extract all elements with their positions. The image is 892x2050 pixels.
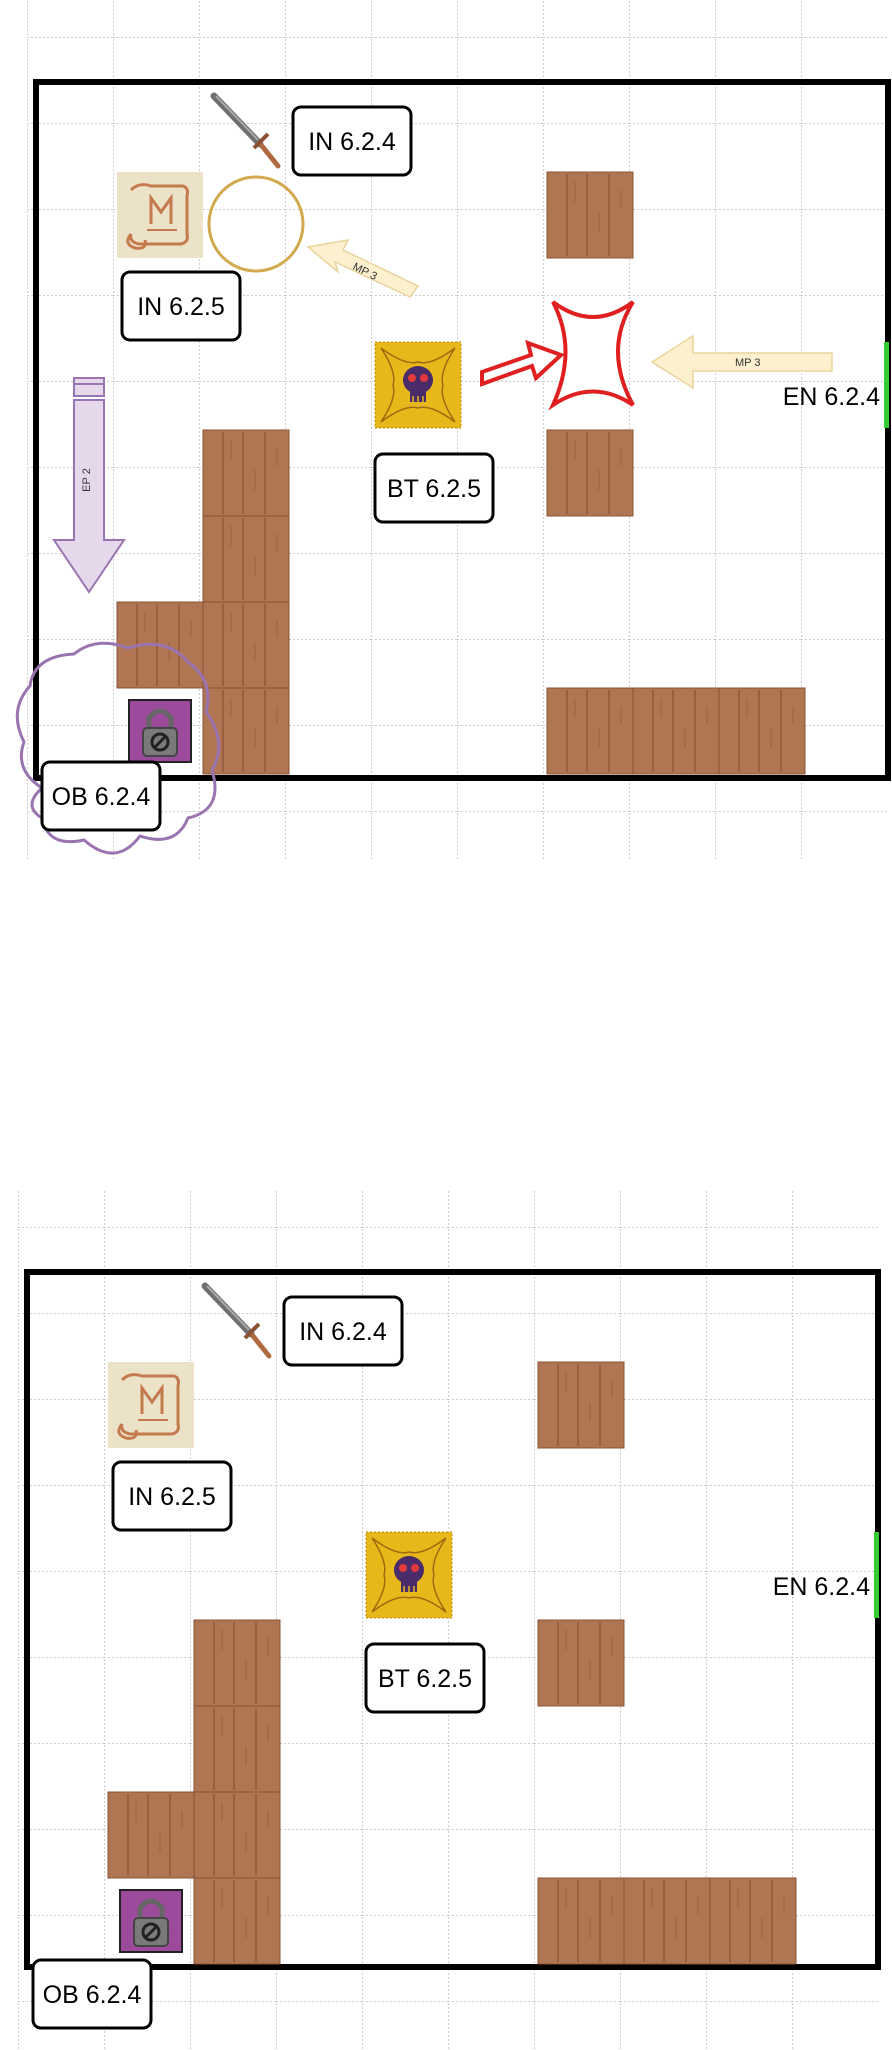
crate [546, 429, 634, 517]
crate [546, 687, 634, 775]
bottom-map: IN 6.2.4 IN 6.2.5 BT 6.2.5 EN 6.2.4 OB 6… [18, 1190, 881, 2050]
svg-text:BT 6.2.5: BT 6.2.5 [387, 475, 481, 503]
skull-trap-icon [374, 341, 462, 429]
exit-door-bottom [874, 1532, 879, 1618]
skull-trap-icon [365, 1531, 453, 1619]
crate [107, 1791, 195, 1879]
crate [718, 687, 806, 775]
crate [546, 171, 634, 259]
svg-text:IN 6.2.4: IN 6.2.4 [308, 128, 396, 156]
svg-text:OB 6.2.4: OB 6.2.4 [43, 1981, 142, 2009]
label-weapon-bottom: IN 6.2.4 [282, 1295, 404, 1367]
ep-arrow: EP 2 [52, 377, 126, 594]
label-lock-top: OB 6.2.4 [40, 760, 162, 832]
crate [709, 1877, 797, 1965]
svg-text:BT 6.2.5: BT 6.2.5 [378, 1665, 472, 1693]
scroll-icon [106, 1360, 196, 1450]
crate [193, 1705, 281, 1793]
mp-arrow-horizontal-label: MP 3 [735, 357, 760, 369]
crate [632, 687, 720, 775]
label-exit-bottom: EN 6.2.4 [773, 1573, 870, 1601]
crate [193, 1877, 281, 1965]
crate [193, 1791, 281, 1879]
label-lock-bottom: OB 6.2.4 [31, 1958, 153, 2030]
padlock-icon [129, 700, 191, 762]
label-exit-top: EN 6.2.4 [783, 383, 880, 411]
impact-arrow [480, 339, 565, 387]
wall-bottom [24, 1269, 881, 1970]
svg-text:IN 6.2.5: IN 6.2.5 [137, 293, 225, 321]
crate [202, 601, 290, 689]
ep-arrow-label: EP 2 [81, 468, 93, 492]
crate [537, 1619, 625, 1707]
crate [193, 1619, 281, 1707]
impact-burst-icon [548, 300, 635, 411]
label-trap-bottom: BT 6.2.5 [364, 1642, 486, 1714]
padlock-icon [120, 1890, 182, 1952]
crate [623, 1877, 711, 1965]
wall-top [33, 79, 891, 781]
label-scroll-top: IN 6.2.5 [120, 270, 242, 342]
svg-text:IN 6.2.4: IN 6.2.4 [299, 1318, 387, 1346]
scroll-icon [115, 170, 205, 260]
target-ring [207, 175, 305, 273]
crate [537, 1877, 625, 1965]
lock-cloud [15, 641, 221, 855]
crate [202, 515, 290, 603]
exit-door-top [884, 342, 889, 428]
crate [202, 429, 290, 517]
label-weapon-top: IN 6.2.4 [291, 105, 413, 177]
top-map: MP 3 MP 3 EP 2 IN 6.2.4 IN 6.2.5 BT 6.2.… [15, 0, 891, 860]
svg-text:OB 6.2.4: OB 6.2.4 [52, 783, 151, 811]
crate [537, 1361, 625, 1449]
label-trap-top: BT 6.2.5 [373, 452, 495, 524]
label-scroll-bottom: IN 6.2.5 [111, 1460, 233, 1532]
mp-arrow-horizontal: MP 3 [650, 334, 833, 390]
svg-text:IN 6.2.5: IN 6.2.5 [128, 1483, 216, 1511]
